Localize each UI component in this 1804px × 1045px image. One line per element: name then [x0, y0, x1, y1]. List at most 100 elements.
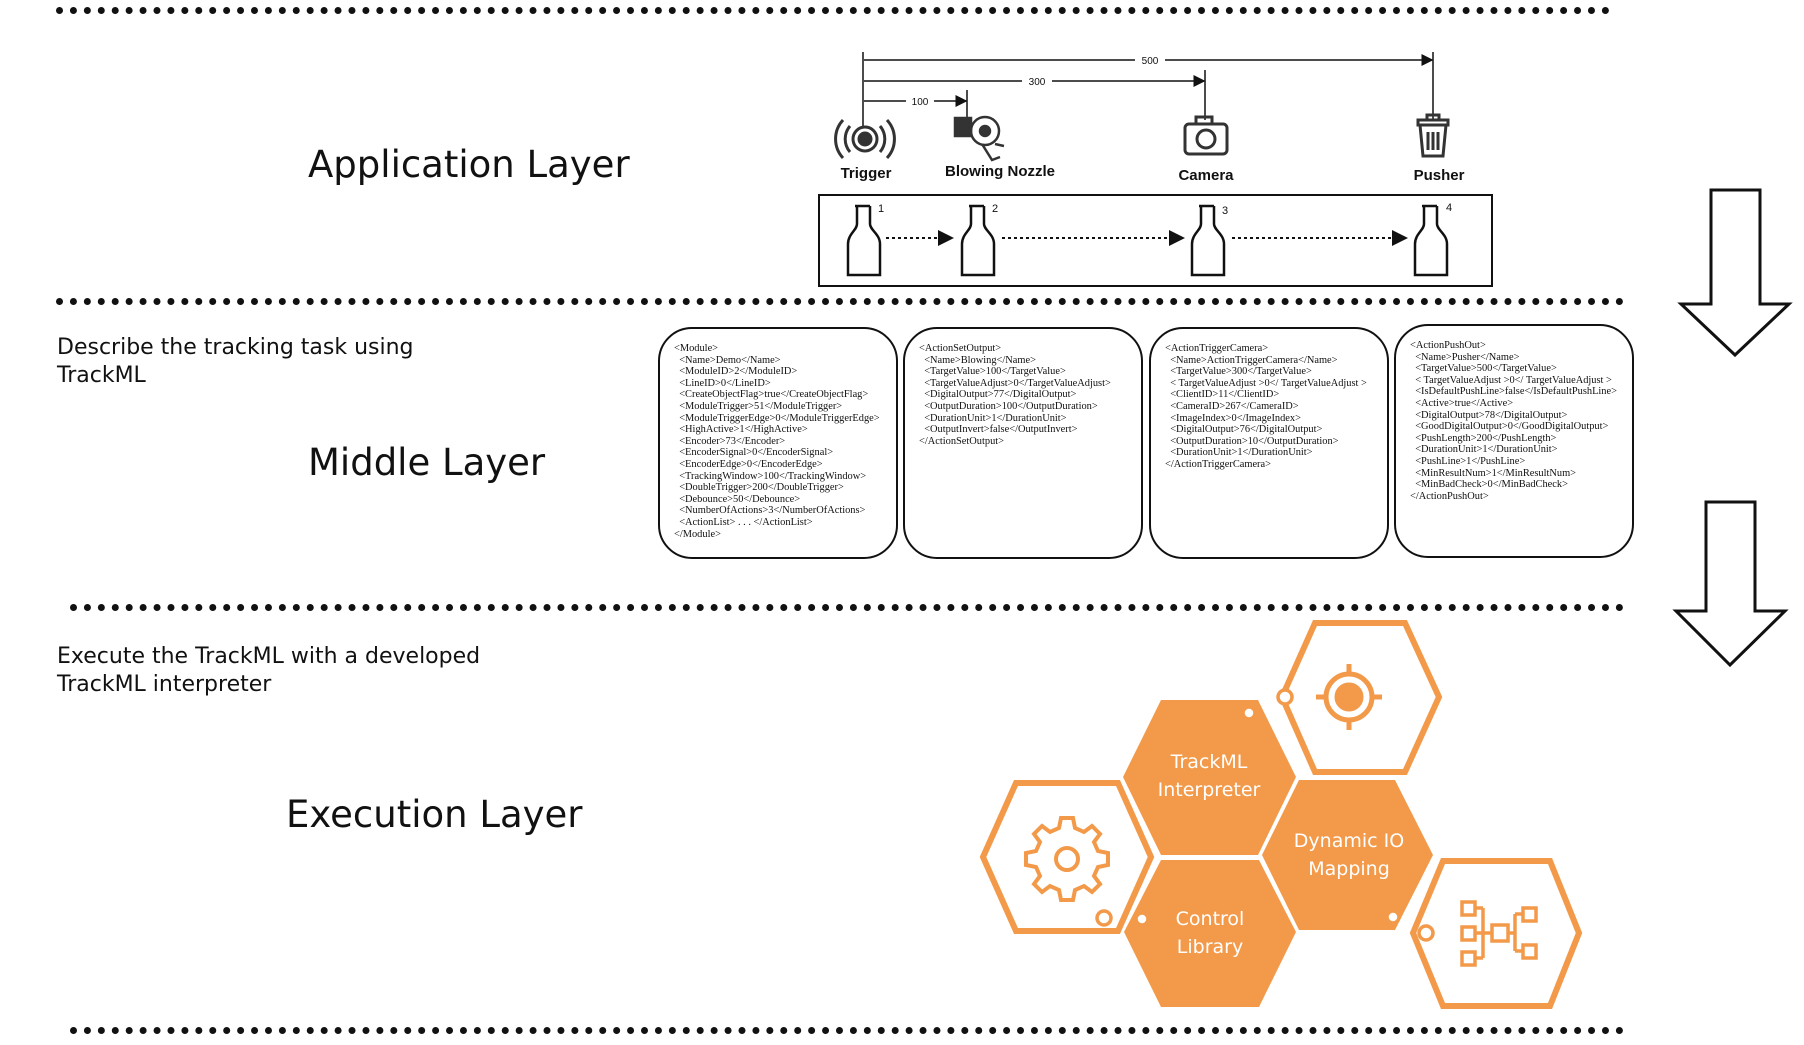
flowchart-icon — [1460, 900, 1538, 967]
bottle-number-4: 4 — [1446, 202, 1452, 214]
code-line: <Name>Demo</Name> — [674, 354, 781, 366]
code-line: <DigitalOutput>77</DigitalOutput> — [919, 389, 1077, 401]
bottle-number-3: 3 — [1222, 205, 1228, 217]
code-line: <TargetValueAdjust>0</TargetValueAdjust> — [919, 377, 1111, 389]
code-line: <MinResultNum>1</MinResultNum> — [1410, 467, 1577, 479]
code-line: <DurationUnit>1</DurationUnit> — [1410, 444, 1558, 456]
dimension-label-100: 100 — [912, 97, 929, 108]
code-line: <CreateObjectFlag>true</CreateObjectFlag… — [674, 389, 869, 401]
code-line: <ClientID>11</ClientID> — [1165, 389, 1280, 401]
code-line: <TargetValue>500</TargetValue> — [1410, 363, 1557, 375]
code-line: < TargetValueAdjust >0</ TargetValueAdju… — [1410, 374, 1612, 386]
execution-description-line-1: Execute the TrackML with a developed — [57, 644, 481, 669]
code-line: <ImageIndex>0</ImageIndex> — [1165, 412, 1301, 424]
code-line: <EncoderEdge>0</EncoderEdge> — [674, 458, 823, 470]
hexagon-dynamic-io-mapping[interactable] — [1262, 780, 1433, 930]
hexagon-gear — [979, 780, 1155, 934]
hex-label-trackml-interpreter-1: TrackML — [1170, 751, 1248, 773]
code-line: <Name>Blowing</Name> — [919, 354, 1036, 366]
middle-description-line-2: TrackML — [57, 363, 146, 388]
code-line: <PushLine>1</PushLine> — [1410, 455, 1526, 467]
divider-middle-exec — [70, 604, 1624, 611]
code-line: < TargetValueAdjust >0</ TargetValueAdju… — [1165, 377, 1367, 389]
device-label-pusher: Pusher — [1414, 167, 1465, 184]
code-line: <LineID>0</LineID> — [674, 377, 771, 389]
code-line: </Module> — [674, 528, 721, 540]
device-label-camera: Camera — [1178, 167, 1234, 184]
code-line: <OutputInvert>false</OutputInvert> — [919, 424, 1078, 436]
code-box-module: <Module> <Name>Demo</Name> <ModuleID>2</… — [658, 327, 898, 559]
code-line: <EncoderSignal>0</EncoderSignal> — [674, 447, 834, 459]
middle-description-line-1: Describe the tracking task using — [57, 335, 414, 360]
hex-label-dynamic-io-mapping-1: Dynamic IO — [1294, 830, 1404, 852]
code-line: <Debounce>50</Debounce> — [674, 493, 801, 505]
hexagon-control-library[interactable] — [1124, 860, 1296, 1007]
bottle-4 — [1413, 204, 1449, 277]
code-line: <TargetValue>100</TargetValue> — [919, 366, 1066, 378]
middle-layer-title: Middle Layer — [308, 441, 546, 484]
code-line: <ActionList> . . . </ActionList> — [674, 516, 813, 528]
code-line: <ModuleTriggerEdge>0</ModuleTriggerEdge> — [674, 412, 880, 424]
code-box-action-set-output: <ActionSetOutput> <Name>Blowing</Name> <… — [903, 327, 1143, 559]
code-line: </ActionSetOutput> — [919, 435, 1005, 447]
bottle-1 — [846, 204, 882, 277]
bottle-number-2: 2 — [992, 203, 998, 215]
code-line: <ModuleTrigger>51</ModuleTrigger> — [674, 400, 843, 412]
code-line: <OutputDuration>100</OutputDuration> — [919, 400, 1098, 412]
code-line: <DurationUnit>1</DurationUnit> — [1165, 447, 1313, 459]
hexagon-trackml-interpreter[interactable] — [1123, 700, 1296, 855]
bottle-number-1: 1 — [878, 203, 884, 215]
code-line: <MinBadCheck>0</MinBadCheck> — [1410, 479, 1568, 491]
code-line: <Active>true</Active> — [1410, 397, 1514, 409]
code-line: <OutputDuration>10</OutputDuration> — [1165, 435, 1339, 447]
conveyor-box — [818, 194, 1493, 287]
execution-description-line-2: TrackML interpreter — [57, 672, 272, 697]
camera-icon — [1183, 115, 1229, 156]
hex-label-control-library-2: Library — [1177, 936, 1243, 958]
hex-label-trackml-interpreter-2: Interpreter — [1158, 779, 1261, 801]
code-box-action-push-out: <ActionPushOut> <Name>Pusher</Name> <Tar… — [1394, 324, 1634, 558]
code-line: <IsDefaultPushLine>false</IsDefaultPushL… — [1410, 386, 1617, 398]
gear-icon — [1024, 816, 1110, 902]
code-line: <TargetValue>300</TargetValue> — [1165, 366, 1312, 378]
divider-bottom — [70, 1027, 1624, 1034]
code-line: <GoodDigitalOutput>0</GoodDigitalOutput> — [1410, 421, 1609, 433]
middle-layer-description: Describe the tracking task using TrackML — [57, 334, 577, 390]
sensor-waves-icon — [834, 118, 896, 160]
trash-bin-icon — [1416, 113, 1450, 158]
dimension-label-500: 500 — [1142, 56, 1159, 67]
hex-label-dynamic-io-mapping-2: Mapping — [1308, 858, 1390, 880]
code-line: <DigitalOutput>78</DigitalOutput> — [1410, 409, 1568, 421]
code-line: </ActionTriggerCamera> — [1165, 458, 1271, 470]
divider-top — [56, 7, 1610, 14]
code-line: <DigitalOutput>76</DigitalOutput> — [1165, 424, 1323, 436]
code-line: <Name>ActionTriggerCamera</Name> — [1165, 354, 1338, 366]
code-line: <TrackingWindow>100</TrackingWindow> — [674, 470, 867, 482]
code-line: </ActionPushOut> — [1410, 490, 1489, 502]
down-arrow-lower — [1672, 500, 1789, 668]
code-line: <Module> — [674, 343, 719, 354]
hex-label-control-library-1: Control — [1176, 908, 1245, 930]
code-line: <Name>Pusher</Name> — [1410, 351, 1520, 363]
down-arrow-upper — [1677, 188, 1793, 358]
code-line: <ModuleID>2</ModuleID> — [674, 366, 798, 378]
code-box-action-trigger-camera: <ActionTriggerCamera> <Name>ActionTrigge… — [1149, 327, 1389, 559]
code-line: <ActionPushOut> — [1410, 340, 1486, 351]
hexagon-flowchart — [1409, 858, 1583, 1009]
code-line: <CameraID>267</CameraID> — [1165, 400, 1299, 412]
hex-connectors — [1095, 688, 1435, 942]
code-line: <NumberOfActions>3</NumberOfActions> — [674, 505, 866, 517]
code-line: <ActionSetOutput> — [919, 343, 1002, 354]
divider-app-middle — [56, 298, 1624, 305]
code-line: <DurationUnit>1</DurationUnit> — [919, 412, 1067, 424]
device-label-trigger: Trigger — [841, 165, 892, 182]
bottles — [846, 204, 1449, 277]
hair-dryer-icon — [953, 115, 1005, 162]
execution-layer-description: Execute the TrackML with a developed Tra… — [57, 643, 577, 699]
device-label-blowing-nozzle: Blowing Nozzle — [945, 163, 1055, 180]
application-layer-title: Application Layer — [308, 143, 630, 186]
code-line: <HighActive>1</HighActive> — [674, 424, 808, 436]
bottle-2 — [960, 204, 996, 277]
bottle-3 — [1190, 204, 1226, 277]
code-line: <PushLength>200</PushLength> — [1410, 432, 1557, 444]
